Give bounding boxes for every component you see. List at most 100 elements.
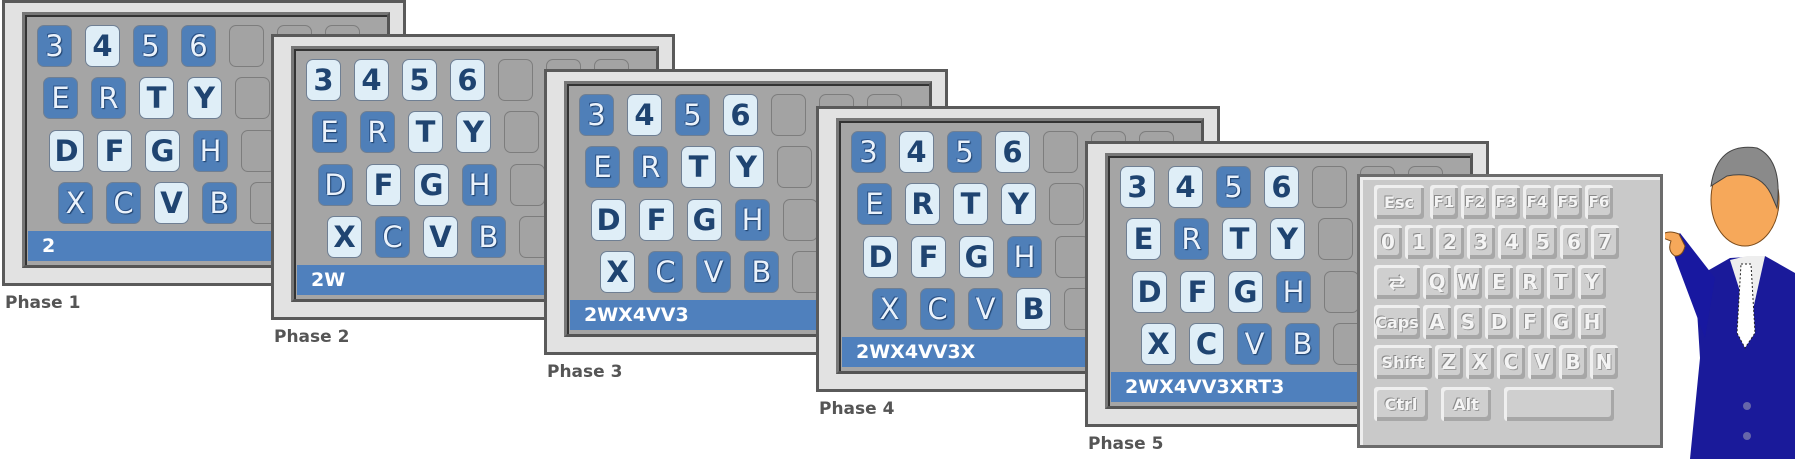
virtual-key[interactable]: 5 xyxy=(1216,166,1251,208)
virtual-key[interactable]: V xyxy=(696,251,731,293)
virtual-key[interactable]: X xyxy=(1141,323,1176,365)
keyboard-key: F3 xyxy=(1492,185,1520,219)
virtual-key[interactable]: E xyxy=(312,111,347,153)
virtual-key[interactable]: T xyxy=(953,183,988,225)
virtual-key[interactable]: F xyxy=(97,130,132,172)
virtual-key[interactable]: C xyxy=(375,216,410,258)
virtual-key[interactable]: G xyxy=(414,164,449,206)
virtual-key[interactable]: H xyxy=(1276,271,1311,313)
virtual-key[interactable]: X xyxy=(327,216,362,258)
virtual-key[interactable]: H xyxy=(462,164,497,206)
keyboard-key: Esc xyxy=(1374,185,1424,219)
empty-key xyxy=(229,25,264,67)
virtual-key[interactable]: X xyxy=(600,251,635,293)
empty-key xyxy=(783,199,818,241)
virtual-key[interactable]: B xyxy=(1016,288,1051,330)
virtual-key[interactable]: 6 xyxy=(181,25,216,67)
virtual-key[interactable]: 5 xyxy=(402,59,437,101)
virtual-key[interactable]: G xyxy=(145,130,180,172)
virtual-key[interactable]: E xyxy=(585,146,620,188)
virtual-key[interactable]: 6 xyxy=(450,59,485,101)
virtual-key[interactable]: 4 xyxy=(354,59,389,101)
virtual-key[interactable]: V xyxy=(154,182,189,224)
virtual-key[interactable]: V xyxy=(1237,323,1272,365)
suit-arm xyxy=(1670,233,1715,338)
virtual-key[interactable]: 4 xyxy=(85,25,120,67)
keyboard-key: F6 xyxy=(1585,185,1613,219)
virtual-key[interactable]: D xyxy=(863,236,898,278)
virtual-key[interactable]: 6 xyxy=(1264,166,1299,208)
virtual-key[interactable]: E xyxy=(43,77,78,119)
virtual-key[interactable]: 5 xyxy=(133,25,168,67)
virtual-key[interactable]: 5 xyxy=(947,131,982,173)
virtual-key[interactable]: 3 xyxy=(37,25,72,67)
virtual-key[interactable]: 3 xyxy=(306,59,341,101)
virtual-key[interactable]: 4 xyxy=(627,94,662,136)
virtual-key[interactable]: F xyxy=(1180,271,1215,313)
virtual-key[interactable]: E xyxy=(857,183,892,225)
keyboard-key: Shift xyxy=(1374,345,1432,379)
keyboard-key: C xyxy=(1497,345,1525,379)
virtual-key[interactable]: B xyxy=(471,216,506,258)
virtual-key[interactable]: T xyxy=(139,77,174,119)
virtual-key[interactable]: 6 xyxy=(723,94,758,136)
virtual-key[interactable]: D xyxy=(318,164,353,206)
virtual-key[interactable]: D xyxy=(591,199,626,241)
virtual-key[interactable]: 3 xyxy=(1120,166,1155,208)
virtual-key[interactable]: H xyxy=(735,199,770,241)
virtual-key[interactable]: T xyxy=(1222,218,1257,260)
virtual-key[interactable]: X xyxy=(58,182,93,224)
virtual-key[interactable]: H xyxy=(1007,236,1042,278)
virtual-key[interactable]: 3 xyxy=(851,131,886,173)
virtual-key[interactable]: Y xyxy=(1270,218,1305,260)
virtual-key[interactable]: 3 xyxy=(579,94,614,136)
virtual-key[interactable]: F xyxy=(639,199,674,241)
keyboard-key: Ctrl xyxy=(1374,387,1428,421)
virtual-key[interactable]: T xyxy=(408,111,443,153)
virtual-key[interactable]: 6 xyxy=(995,131,1030,173)
virtual-key[interactable]: R xyxy=(905,183,940,225)
virtual-key[interactable]: H xyxy=(193,130,228,172)
phase-label: Phase 5 xyxy=(1088,434,1164,454)
presenter-illustration xyxy=(1665,146,1795,459)
virtual-key[interactable]: Y xyxy=(187,77,222,119)
virtual-key[interactable]: C xyxy=(106,182,141,224)
virtual-key[interactable]: B xyxy=(1285,323,1320,365)
virtual-key[interactable]: V xyxy=(968,288,1003,330)
virtual-key[interactable]: R xyxy=(91,77,126,119)
virtual-key[interactable]: E xyxy=(1126,218,1161,260)
phase-label: Phase 2 xyxy=(274,327,350,347)
virtual-key[interactable]: 4 xyxy=(1168,166,1203,208)
virtual-key[interactable]: C xyxy=(648,251,683,293)
virtual-key[interactable]: R xyxy=(633,146,668,188)
keyboard-key: 2 xyxy=(1436,225,1464,259)
virtual-key[interactable]: 4 xyxy=(899,131,934,173)
virtual-key[interactable]: F xyxy=(911,236,946,278)
empty-key xyxy=(235,77,270,119)
virtual-key[interactable]: D xyxy=(1132,271,1167,313)
keyboard-key: T xyxy=(1547,265,1575,299)
virtual-key[interactable]: R xyxy=(1174,218,1209,260)
virtual-key[interactable]: R xyxy=(360,111,395,153)
virtual-key[interactable]: B xyxy=(744,251,779,293)
keyboard-key: Z xyxy=(1435,345,1463,379)
virtual-key[interactable]: Y xyxy=(1001,183,1036,225)
virtual-key[interactable]: G xyxy=(687,199,722,241)
keyboard-key: F2 xyxy=(1461,185,1489,219)
virtual-key[interactable]: T xyxy=(681,146,716,188)
virtual-key[interactable]: D xyxy=(49,130,84,172)
empty-key xyxy=(777,146,812,188)
virtual-key[interactable]: Y xyxy=(456,111,491,153)
virtual-key[interactable]: Y xyxy=(729,146,764,188)
virtual-key[interactable]: C xyxy=(920,288,955,330)
virtual-key[interactable]: G xyxy=(1228,271,1263,313)
virtual-key[interactable]: B xyxy=(202,182,237,224)
virtual-key[interactable]: 5 xyxy=(675,94,710,136)
virtual-key[interactable]: X xyxy=(872,288,907,330)
keyboard-key: G xyxy=(1547,305,1575,339)
virtual-key[interactable]: C xyxy=(1189,323,1224,365)
virtual-key[interactable]: V xyxy=(423,216,458,258)
virtual-key[interactable]: F xyxy=(366,164,401,206)
virtual-key[interactable]: G xyxy=(959,236,994,278)
